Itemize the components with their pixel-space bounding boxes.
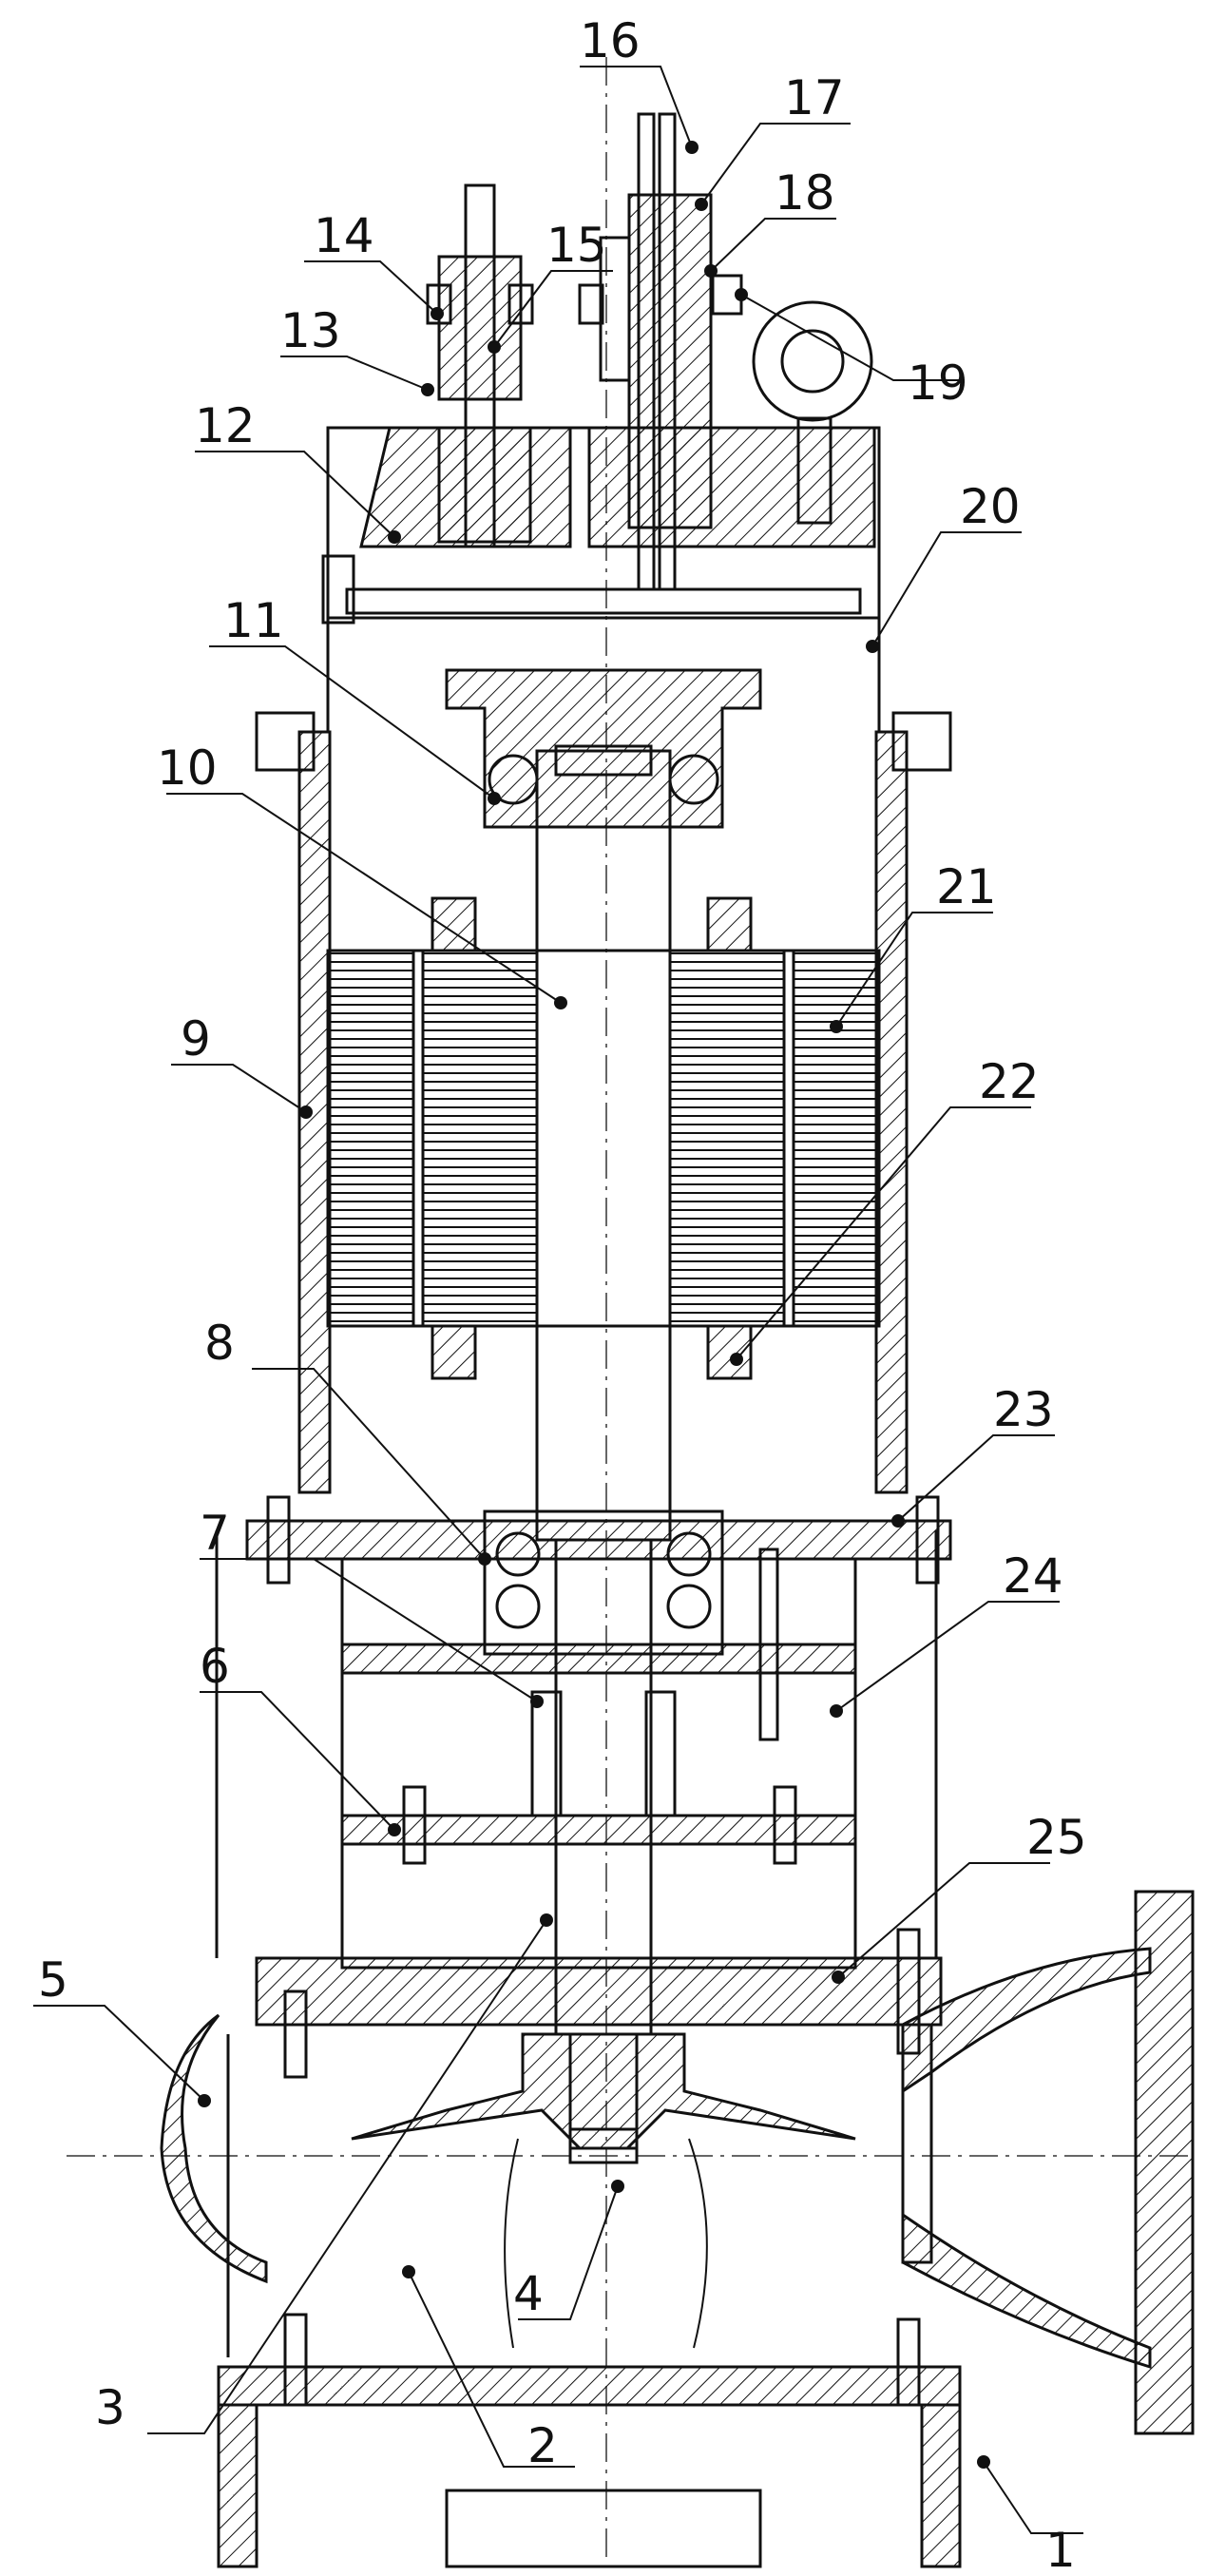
impeller xyxy=(351,2032,856,2349)
label-19: 19 xyxy=(908,356,968,411)
label-10: 10 xyxy=(157,740,218,796)
label-8: 8 xyxy=(204,1316,235,1371)
label-21: 21 xyxy=(936,859,997,914)
label-dots xyxy=(198,141,990,2469)
lower-shell xyxy=(215,1530,938,1958)
upper-bearing-housing xyxy=(445,668,762,829)
label-3: 3 xyxy=(95,2380,125,2435)
top-cover xyxy=(321,426,881,625)
label-17: 17 xyxy=(784,70,845,125)
pump-cover-plate xyxy=(255,1956,943,2027)
shaft xyxy=(535,749,672,2150)
label-18: 18 xyxy=(775,165,835,221)
bolts xyxy=(266,1495,940,2407)
label-13: 13 xyxy=(280,303,341,358)
label-11: 11 xyxy=(223,593,284,648)
label-15: 15 xyxy=(546,218,607,273)
label-16: 16 xyxy=(580,13,641,68)
label-7: 7 xyxy=(200,1506,230,1561)
label-1: 1 xyxy=(1045,2523,1076,2576)
label-9: 9 xyxy=(181,1011,211,1067)
label-5: 5 xyxy=(38,1952,68,2008)
label-25: 25 xyxy=(1026,1810,1087,1865)
volute-casing xyxy=(160,1890,1195,2435)
label-leaders xyxy=(33,66,1083,2534)
label-14: 14 xyxy=(314,208,374,263)
label-22: 22 xyxy=(979,1054,1040,1109)
rotor xyxy=(421,896,786,1380)
suction-inlet xyxy=(217,2365,962,2568)
stator xyxy=(326,949,881,1328)
label-2: 2 xyxy=(527,2418,558,2473)
label-23: 23 xyxy=(993,1382,1054,1437)
oil-chamber xyxy=(245,1509,952,1970)
label-24: 24 xyxy=(1003,1548,1063,1604)
label-20: 20 xyxy=(960,479,1021,534)
label-4: 4 xyxy=(513,2266,544,2321)
label-6: 6 xyxy=(200,1639,230,1694)
label-12: 12 xyxy=(195,398,256,453)
